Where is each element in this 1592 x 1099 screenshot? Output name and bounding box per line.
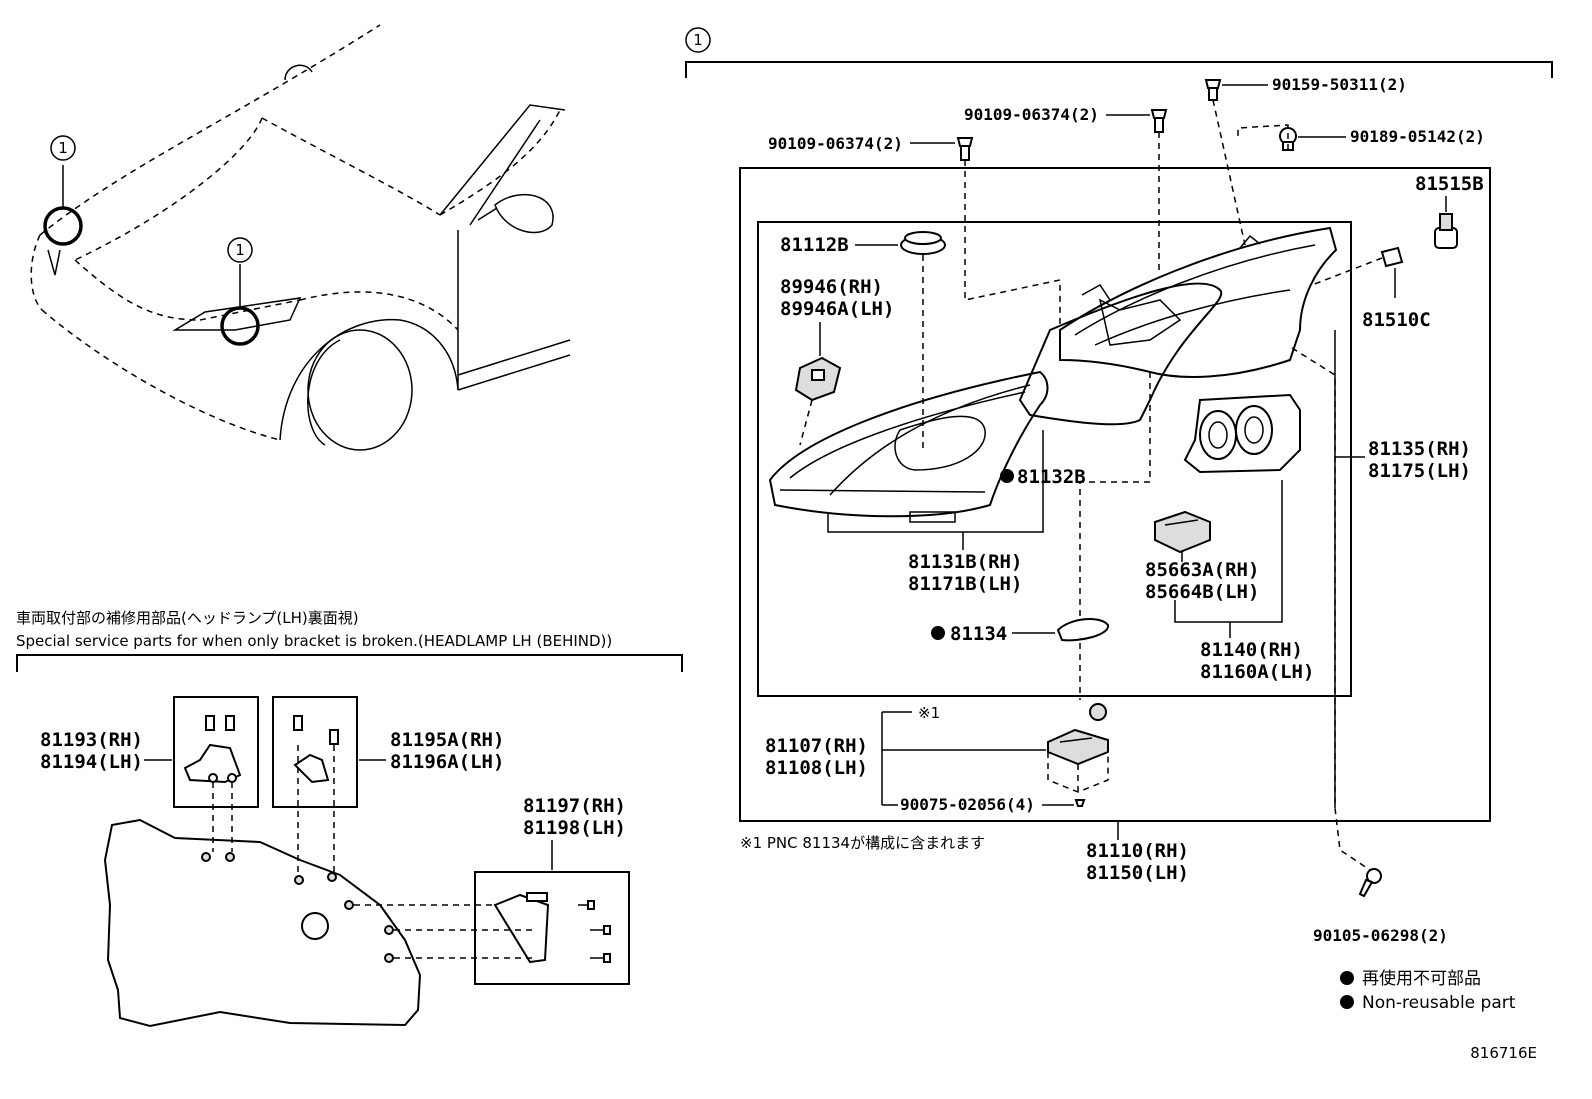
label-81175-lh: 81175(LH) — [1368, 460, 1471, 482]
legend: 再使用不可部品 Non-reusable part — [1340, 968, 1516, 1013]
label-89946-rh: 89946(RH) — [780, 276, 883, 298]
label-81150-lh: 81150(LH) — [1086, 862, 1189, 884]
label-90075-02056: 90075-02056(4) — [900, 795, 1035, 814]
label-81132b: 81132B — [1017, 466, 1086, 488]
label-81194-lh: 81194(LH) — [40, 751, 143, 773]
label-85664b-lh: 85664B(LH) — [1145, 581, 1259, 603]
label-90109-06374-b: 90109-06374(2) — [964, 105, 1099, 124]
legend-jp: 再使用不可部品 — [1362, 968, 1481, 989]
label-81108-lh: 81108(LH) — [765, 757, 868, 779]
label-90189-05142: 90189-05142(2) — [1350, 127, 1485, 146]
non-reusable-dot-81134-icon — [931, 626, 945, 640]
legend-dot-jp-icon — [1340, 971, 1354, 985]
label-81195a-rh: 81195A(RH) — [390, 729, 504, 751]
bracket-81193-icon — [183, 715, 242, 784]
legend-dot-en-icon — [1340, 995, 1354, 1009]
label-81160a-lh: 81160A(LH) — [1200, 661, 1314, 683]
screw-90109-a-icon — [956, 137, 974, 161]
note-mark: ※1 — [918, 704, 940, 722]
label-81198-lh: 81198(LH) — [523, 817, 626, 839]
module-85663a-icon — [1154, 510, 1211, 554]
projector-81140 — [1183, 393, 1301, 474]
lamp-housing-81135 — [1059, 226, 1338, 378]
label-81515b: 81515B — [1415, 173, 1484, 195]
car-front-illustration: 1 1 — [30, 24, 571, 451]
callout-number-assembly: 1 — [693, 31, 703, 49]
label-81135-rh: 81135(RH) — [1368, 438, 1471, 460]
label-81171b-lh: 81171B(LH) — [908, 573, 1022, 595]
label-81140-rh: 81140(RH) — [1200, 639, 1303, 661]
label-81110-rh: 81110(RH) — [1086, 840, 1189, 862]
figure-code: 816716E — [1470, 1044, 1537, 1062]
label-81196a-lh: 81196A(LH) — [390, 751, 504, 773]
note-text: ※1 PNC 81134が構成に含まれます — [740, 834, 985, 852]
screw-90105-icon — [1358, 868, 1382, 898]
callout-number-left: 1 — [58, 139, 68, 157]
label-81510c: 81510C — [1362, 309, 1431, 331]
label-85663a-rh: 85663A(RH) — [1145, 559, 1259, 581]
bracket-section: 車両取付部の補修用部品(ヘッドランプ(LH)裏面視) Special servi… — [16, 609, 683, 1028]
screw-90159-icon — [1204, 79, 1222, 101]
label-81131b-rh: 81131B(RH) — [908, 551, 1022, 573]
label-81193-rh: 81193(RH) — [40, 729, 143, 751]
legend-en: Non-reusable part — [1362, 993, 1516, 1013]
non-reusable-dot-81132b-icon — [1000, 469, 1014, 483]
label-81107-rh: 81107(RH) — [765, 735, 868, 757]
label-81112b: 81112B — [780, 234, 849, 256]
label-90105-06298: 90105-06298(2) — [1313, 926, 1448, 945]
leveling-actuator-89946-icon — [794, 356, 842, 402]
headlamp-assembly: 1 90109-06374(2) 90109-06374(2) 90159-50… — [685, 27, 1553, 945]
label-89946a-lh: 89946A(LH) — [780, 298, 894, 320]
bracket-section-title-jp: 車両取付部の補修用部品(ヘッドランプ(LH)裏面視) — [16, 609, 359, 627]
socket-81515b-icon — [1434, 213, 1458, 249]
bracket-81197-icon — [493, 892, 611, 964]
bulb-81510c-icon — [1380, 246, 1404, 268]
callout-number-center: 1 — [235, 241, 245, 259]
seal-outline — [1018, 282, 1223, 426]
label-90109-06374-a: 90109-06374(2) — [768, 134, 903, 153]
label-81134: 81134 — [950, 623, 1007, 645]
screw-90109-b-icon — [1150, 109, 1168, 133]
ballast-81107-icon — [1047, 703, 1109, 807]
label-81197-rh: 81197(RH) — [523, 795, 626, 817]
lens-81131b — [768, 370, 1049, 523]
label-90159-50311: 90159-50311(2) — [1272, 75, 1407, 94]
bracket-section-title-en: Special service parts for when only brac… — [16, 632, 612, 650]
headlamp-back-outline — [103, 818, 422, 1028]
cap-81112b-icon — [900, 231, 946, 255]
gasket-81134-icon — [1056, 618, 1109, 642]
bracket-81195a-icon — [293, 715, 339, 784]
